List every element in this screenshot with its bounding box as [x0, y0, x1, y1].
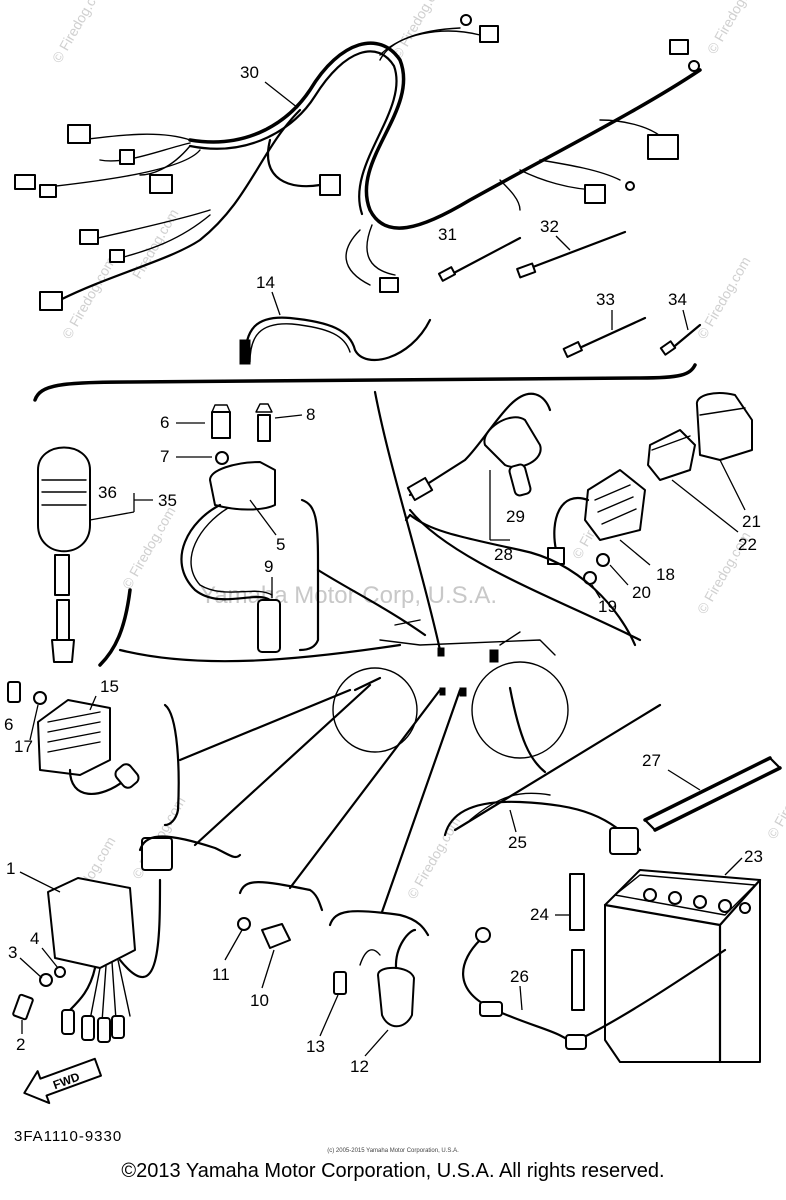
diagram-part-code: 3FA1110-9330	[14, 1128, 123, 1145]
callout-3: 3	[8, 943, 17, 962]
starter-relay: 18 20 19	[547, 469, 675, 616]
callout-22: 22	[738, 535, 757, 554]
callout-4: 4	[30, 929, 39, 948]
callout-2: 2	[16, 1035, 25, 1054]
watermark-firedog: © Firedog.com	[59, 254, 119, 342]
wire-harness: 30	[14, 14, 702, 311]
footer-copyright: ©2013 Yamaha Motor Corporation, U.S.A. A…	[121, 1160, 665, 1182]
connector-icon	[67, 124, 91, 144]
callout-10: 10	[250, 991, 269, 1010]
callout-7: 7	[160, 447, 169, 466]
callout-15: 15	[100, 677, 119, 696]
watermark-firedog: © Firedog.com	[704, 0, 764, 56]
main-switch: 36 35	[37, 446, 177, 667]
callout-12: 12	[350, 1057, 369, 1076]
rectifier-regulator: 15 6 17	[4, 677, 352, 827]
callout-8: 8	[306, 405, 315, 424]
frame-line	[118, 643, 402, 663]
connector-icon	[319, 174, 341, 196]
connector-icon	[149, 174, 173, 194]
frame-sketch	[332, 619, 569, 759]
callout-23: 23	[744, 847, 763, 866]
connector-icon	[669, 39, 689, 55]
connector-icon	[14, 174, 36, 190]
battery: 23 24 26	[462, 847, 763, 1064]
connector-icon	[79, 229, 99, 245]
callout-34: 34	[668, 290, 687, 309]
callout-5: 5	[276, 535, 285, 554]
callout-17: 17	[14, 737, 33, 756]
callout-21: 21	[742, 512, 761, 531]
cable-ties: 31 32 33 34	[437, 217, 702, 359]
callout-11: 11	[212, 965, 230, 984]
watermark-firedog: © Firedog.com	[764, 754, 786, 842]
watermark-firedog: © Firedog.com	[119, 504, 179, 592]
diode-assembly: 29 28	[406, 392, 552, 564]
frame-line	[373, 390, 442, 652]
connector-icon	[39, 184, 57, 198]
connector-icon	[379, 277, 399, 293]
callout-6a: 6	[160, 413, 169, 432]
callout-9: 9	[264, 557, 273, 576]
callout-1: 1	[6, 859, 15, 878]
connector-icon	[584, 184, 606, 204]
callout-19: 19	[598, 597, 617, 616]
small-copyright: (c) 2005-2015 Yamaha Motor Corporation, …	[327, 1148, 459, 1154]
frame-line	[408, 508, 642, 642]
callout-18: 18	[656, 565, 675, 584]
callout-24: 24	[530, 905, 549, 924]
watermark-center: Yamaha Motor Corp, U.S.A.	[200, 582, 497, 609]
callout-35: 35	[158, 491, 177, 510]
ring-terminal-icon	[688, 60, 700, 72]
connector-icon	[647, 134, 679, 160]
neutral-switch: 11 10	[212, 688, 442, 1010]
callout-25: 25	[508, 833, 527, 852]
connector-icon	[479, 25, 499, 43]
callout-29: 29	[506, 507, 525, 526]
callout-30: 30	[240, 63, 259, 82]
connector-icon	[119, 149, 135, 165]
connector-icon	[109, 249, 125, 263]
callout-36: 36	[98, 483, 117, 502]
callout-14: 14	[256, 273, 275, 292]
callout-28: 28	[494, 545, 513, 564]
cdi-unit: 1 3 4 2	[6, 683, 372, 1054]
callout-20: 20	[632, 583, 651, 602]
frame-line	[316, 568, 427, 637]
callout-33: 33	[596, 290, 615, 309]
ring-terminal-icon	[625, 181, 635, 191]
callout-27: 27	[642, 751, 661, 770]
callout-32: 32	[540, 217, 559, 236]
lead-wire-14: 14	[239, 273, 432, 365]
watermark-firedog: © Firedog.com	[49, 0, 109, 65]
lead-wire-25: 25	[443, 686, 642, 855]
callout-6b: 6	[4, 715, 13, 734]
frame-line	[453, 703, 662, 832]
brake-switch: 13 12	[306, 688, 462, 1076]
relay-units: 22 21	[408, 392, 761, 647]
ring-terminal-icon	[460, 14, 472, 26]
ignition-coil: 6 7 8 5 9	[160, 403, 320, 653]
watermark-firedog-short: Firedog.com	[129, 206, 182, 281]
callout-31: 31	[438, 225, 457, 244]
divider-bracket	[33, 363, 697, 402]
callout-26: 26	[510, 967, 529, 986]
callout-13: 13	[306, 1037, 325, 1056]
watermark-firedog: © Firedog.com	[694, 254, 754, 342]
battery-band: 27	[642, 751, 782, 832]
connector-icon	[39, 291, 63, 311]
forward-arrow-icon: FWD	[23, 1057, 103, 1105]
